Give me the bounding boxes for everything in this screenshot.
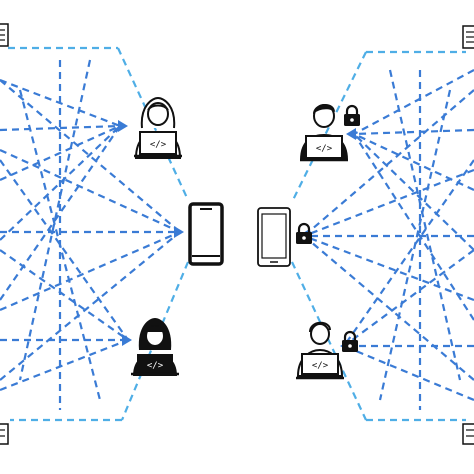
laptop-code-label: </> bbox=[312, 361, 329, 371]
smartphone-icon bbox=[188, 202, 224, 266]
developer-woman-icon: </> bbox=[131, 318, 179, 376]
left-edge bbox=[0, 159, 129, 341]
developer-woman-icon: </> bbox=[134, 96, 182, 159]
arrowhead bbox=[174, 226, 184, 238]
right-edge bbox=[353, 69, 474, 135]
right-edge bbox=[353, 128, 474, 136]
left-edge bbox=[0, 124, 121, 182]
server-icon bbox=[0, 423, 9, 445]
left-edge bbox=[0, 124, 121, 132]
laptop-code-label: </> bbox=[147, 361, 164, 371]
right-edge bbox=[303, 168, 474, 238]
server-icon bbox=[0, 23, 9, 47]
right-edge bbox=[291, 261, 367, 421]
left-edge bbox=[0, 79, 181, 233]
developer-man-icon: </> bbox=[300, 103, 348, 162]
left-edge bbox=[0, 338, 129, 392]
right-network-edges bbox=[291, 50, 474, 422]
left-network-edges bbox=[0, 46, 190, 422]
arrowhead bbox=[122, 334, 132, 346]
lock-icon bbox=[342, 330, 358, 352]
right-edge bbox=[303, 89, 474, 237]
right-edge bbox=[343, 159, 474, 347]
right-edge bbox=[378, 89, 452, 401]
right-edge bbox=[303, 235, 474, 381]
left-edge bbox=[0, 230, 181, 312]
left-edge bbox=[0, 148, 181, 234]
server-icon bbox=[462, 423, 474, 445]
left-edge bbox=[18, 59, 92, 381]
developer-man-icon: </> bbox=[296, 321, 344, 380]
right-edge bbox=[343, 249, 474, 347]
left-edge bbox=[0, 231, 181, 381]
arrowhead bbox=[346, 128, 356, 140]
laptop-code-label: </> bbox=[316, 144, 333, 154]
right-edge bbox=[353, 133, 474, 321]
smartphone-icon bbox=[257, 207, 291, 267]
lock-icon bbox=[344, 104, 360, 126]
right-edge bbox=[388, 69, 462, 381]
right-edge bbox=[353, 133, 474, 251]
left-edge bbox=[0, 125, 121, 241]
server-icon bbox=[462, 25, 474, 49]
right-edge bbox=[303, 234, 474, 302]
left-edge bbox=[117, 47, 189, 201]
right-edge bbox=[291, 51, 367, 203]
lock-icon bbox=[296, 222, 312, 244]
right-edge bbox=[353, 133, 474, 191]
arrowhead bbox=[118, 120, 128, 132]
laptop-code-label: </> bbox=[150, 140, 167, 150]
left-edge bbox=[0, 249, 129, 341]
